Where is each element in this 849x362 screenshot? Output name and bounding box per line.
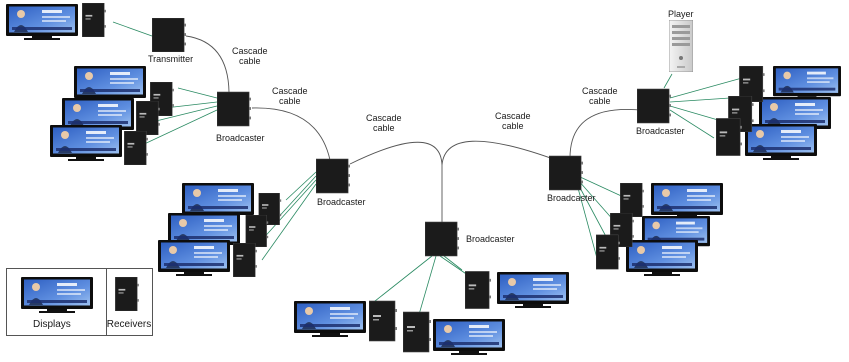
receiver-icon <box>124 131 148 165</box>
cascade-cables <box>185 35 641 225</box>
legend: Displays Receivers <box>6 268 153 336</box>
broadcaster-label-5: Broadcaster <box>636 126 685 136</box>
signal-cables <box>112 21 743 319</box>
display-icon <box>745 124 817 160</box>
broadcaster-label-4: Broadcaster <box>547 193 596 203</box>
display-icon <box>74 66 146 102</box>
display-icon <box>6 4 78 40</box>
receiver-icon <box>233 243 257 277</box>
receiver-icon <box>465 271 491 309</box>
receiver-icon <box>596 234 620 270</box>
player-label: Player <box>668 9 694 19</box>
legend-display-icon <box>21 277 93 313</box>
broadcaster-label-1: Broadcaster <box>216 133 265 143</box>
receiver-icon <box>82 3 106 37</box>
display-icon <box>651 183 723 219</box>
player-tower-icon <box>669 20 693 72</box>
legend-receivers-label: Receivers <box>106 319 152 330</box>
broadcaster-label-2: Broadcaster <box>317 197 366 207</box>
transmitter-label: Transmitter <box>148 54 194 64</box>
broadcaster-icon <box>637 88 671 124</box>
legend-displays-label: Displays <box>33 319 71 330</box>
display-icon <box>50 125 122 161</box>
display-icon <box>433 319 505 355</box>
receiver-icon <box>403 311 431 353</box>
legend-divider <box>106 269 107 335</box>
broadcaster-icon <box>549 155 583 191</box>
transmitter-icon <box>152 18 186 52</box>
display-icon <box>773 66 841 100</box>
receiver-icon <box>245 215 269 247</box>
display-icon <box>497 272 569 308</box>
broadcaster-icon <box>425 221 459 257</box>
display-icon <box>626 240 698 276</box>
broadcaster-icon <box>316 158 350 194</box>
display-icon <box>294 301 366 337</box>
receiver-icon <box>136 101 160 135</box>
receiver-icon <box>369 300 397 342</box>
legend-receiver-icon <box>115 277 139 311</box>
display-icon <box>158 240 230 276</box>
broadcaster-label-3: Broadcaster <box>466 234 515 244</box>
receiver-icon <box>716 118 742 156</box>
broadcaster-icon <box>217 91 251 127</box>
receiver-icon <box>620 183 644 217</box>
